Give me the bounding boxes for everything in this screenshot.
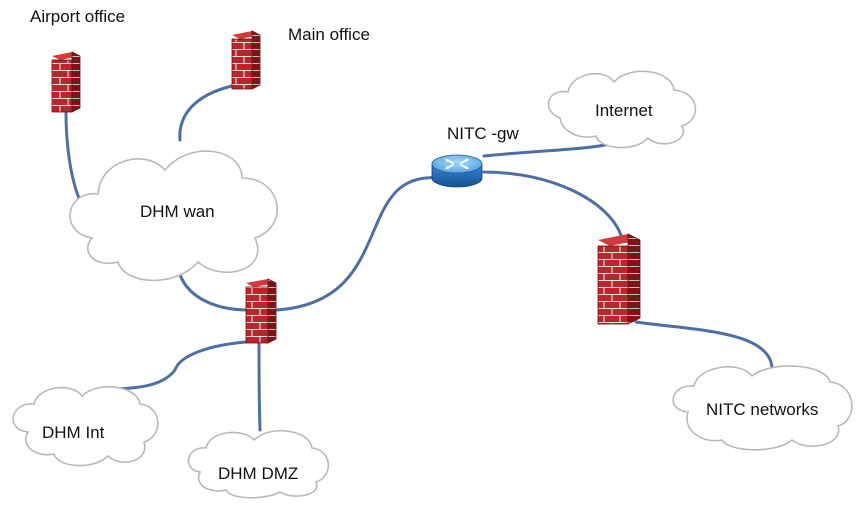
cloud-icon	[12, 385, 159, 467]
cloud-internet: Internet	[547, 70, 697, 149]
firewall-dhm	[245, 278, 277, 344]
firewall-nitc	[597, 233, 641, 325]
dhm-wan-label: DHM wan	[140, 202, 215, 221]
firewall-icon	[231, 30, 261, 90]
cloud-dhm-dmz: DHM DMZ	[187, 429, 330, 499]
nitc-gw-label: NITC -gw	[447, 124, 520, 143]
link-router-nitc-firewall	[482, 170, 624, 240]
cloud-icon	[672, 365, 853, 451]
dhm-int-label: DHM Int	[42, 423, 105, 442]
cloud-dhm-wan: DHM wan	[69, 150, 278, 282]
router-nitc-gw	[431, 154, 483, 188]
main-office-label: Main office	[288, 25, 370, 44]
firewall-icon	[245, 278, 277, 344]
internet-label: Internet	[595, 101, 653, 120]
airport-office-label: Airport office	[30, 7, 125, 26]
router-icon	[431, 154, 483, 188]
dhm-dmz-label: DHM DMZ	[218, 464, 298, 483]
cloud-icon	[69, 150, 278, 282]
firewall-airport	[51, 51, 81, 113]
firewall-icon	[51, 51, 81, 113]
cloud-nitc-networks: NITC networks	[672, 365, 853, 451]
link-firewall-router	[274, 176, 442, 312]
cloud-icon	[187, 429, 330, 499]
link-wan-firewall	[176, 266, 250, 312]
link-firewall-dhm-dmz	[257, 340, 262, 432]
firewall-main	[231, 30, 261, 90]
link-main-wan	[178, 84, 234, 142]
link-firewall-dhm-int	[100, 340, 248, 392]
link-nitc-firewall-networks	[634, 320, 774, 370]
firewall-icon	[597, 233, 641, 325]
cloud-dhm-int: DHM Int	[12, 385, 159, 467]
cloud-icon	[547, 70, 697, 149]
links	[64, 84, 774, 432]
link-airport-wan	[64, 110, 84, 207]
nitc-networks-label: NITC networks	[706, 400, 818, 419]
